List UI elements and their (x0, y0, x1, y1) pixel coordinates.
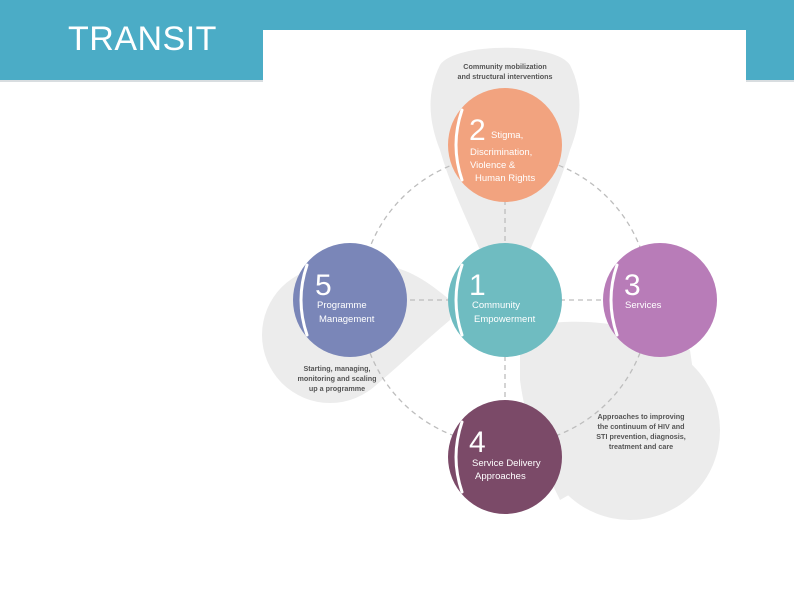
node-3-number: 3 (624, 269, 641, 302)
node-5-crescent (299, 263, 309, 337)
right-annotation-line-2: the continuum of HIV and (597, 422, 684, 431)
node-1-number: 1 (469, 269, 486, 302)
node-3-circle (603, 243, 717, 357)
node-2-label-line-2: Discrimination, (470, 147, 532, 158)
top-annotation-line-2: and structural interventions (457, 72, 552, 81)
node-2-label-line-4: Human Rights (475, 173, 535, 184)
node-2-crescent (454, 108, 464, 182)
left-annotation-line-1: Starting, managing, (303, 364, 370, 373)
node-labels: Stigma, Discrimination, Violence & Human… (317, 130, 662, 482)
node-2-number: 2 (469, 114, 486, 147)
node-5-label-line-2: Management (319, 314, 375, 325)
node-2-label-line-1: Stigma, (491, 130, 523, 141)
node-1-label-line-1: Community (472, 300, 520, 311)
slide-title: TRANSIT (68, 20, 217, 58)
node-4-crescent (454, 420, 464, 494)
node-4-label-line-1: Service Delivery (472, 458, 541, 469)
right-annotation-line-4: treatment and care (609, 442, 673, 451)
right-annotation-line-3: STI prevention, diagnosis, (596, 432, 685, 441)
node-4-circle (448, 400, 562, 514)
node-3-label-line-1: Services (625, 300, 662, 311)
left-annotation-line-2: monitoring and scaling (297, 374, 376, 383)
annotations: Community mobilization and structural in… (297, 62, 685, 451)
node-4-label-line-2: Approaches (475, 471, 526, 482)
right-blob-neck (520, 321, 700, 500)
node-4-number: 4 (469, 426, 486, 459)
top-annotation-line-1: Community mobilization (463, 62, 546, 71)
node-circles (293, 88, 717, 514)
node-5-circle (293, 243, 407, 357)
node-numbers: 2 5 1 3 4 (315, 114, 641, 459)
node-1-crescent (454, 263, 464, 337)
left-annotation-line-3: up a programme (309, 384, 365, 393)
node-1-label-line-2: Empowerment (474, 314, 536, 325)
node-crescents (299, 108, 619, 494)
node-5-number: 5 (315, 269, 332, 302)
node-2-label-line-3: Violence & (470, 160, 516, 171)
right-annotation-line-1: Approaches to improving (597, 412, 684, 421)
node-3-crescent (609, 263, 619, 337)
node-5-label-line-1: Programme (317, 300, 367, 311)
node-1-circle (448, 243, 562, 357)
node-2-circle (448, 88, 562, 202)
